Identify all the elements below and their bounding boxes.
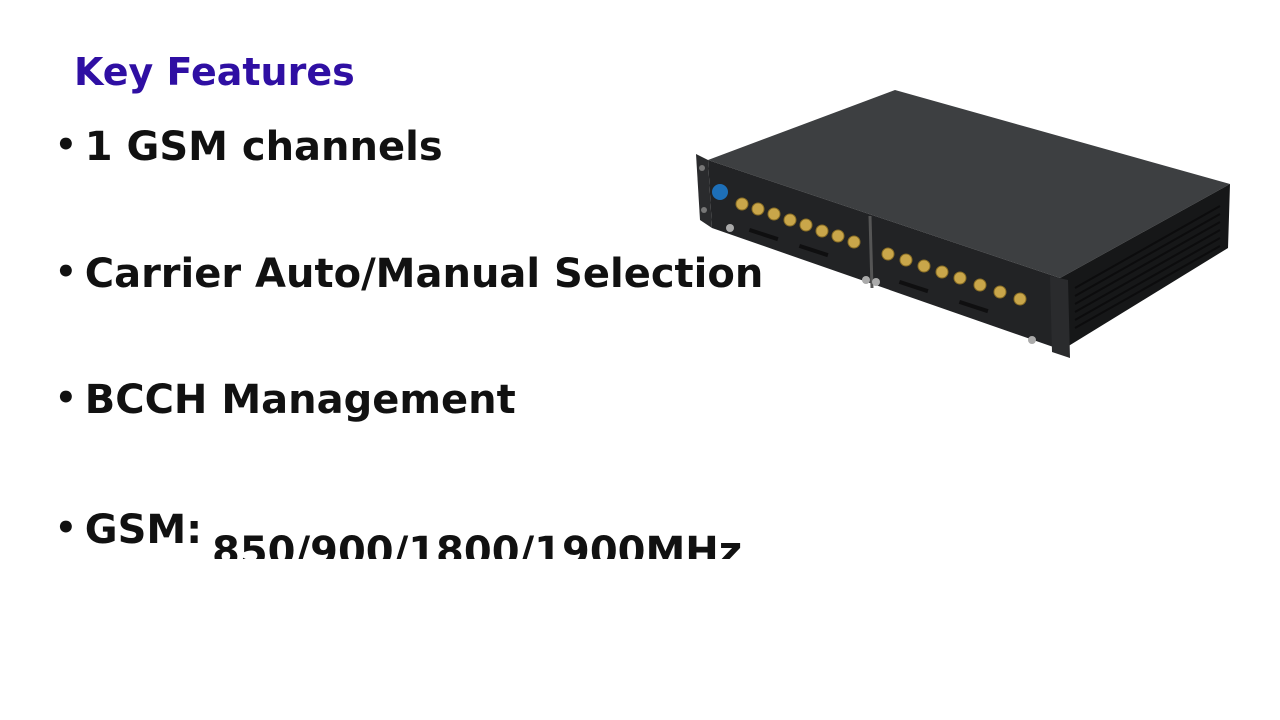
bullet-item: •GSM:: [55, 507, 202, 553]
slide-title: Key Features: [74, 50, 355, 94]
bullet-text: 1 GSM channels: [84, 124, 443, 170]
bullet-item: •1 GSM channels: [55, 124, 443, 170]
bullet-text: Carrier Auto/Manual Selection: [84, 251, 764, 297]
bullet-item: •Carrier Auto/Manual Selection: [55, 251, 763, 297]
bullet-value: 850/900/1800/1900MHz: [212, 529, 743, 559]
bullet-value-clip: 850/900/1800/1900MHz: [212, 528, 792, 559]
bullet-marker: •: [55, 378, 77, 418]
bullet-text: BCCH Management: [84, 377, 516, 423]
bullet-marker: •: [55, 508, 77, 548]
bullet-marker: •: [55, 252, 77, 292]
bullet-label: GSM:: [84, 507, 203, 553]
bullet-marker: •: [55, 125, 77, 165]
gsm-gateway-device-image: [696, 90, 1230, 358]
bullet-item: •BCCH Management: [55, 377, 516, 423]
